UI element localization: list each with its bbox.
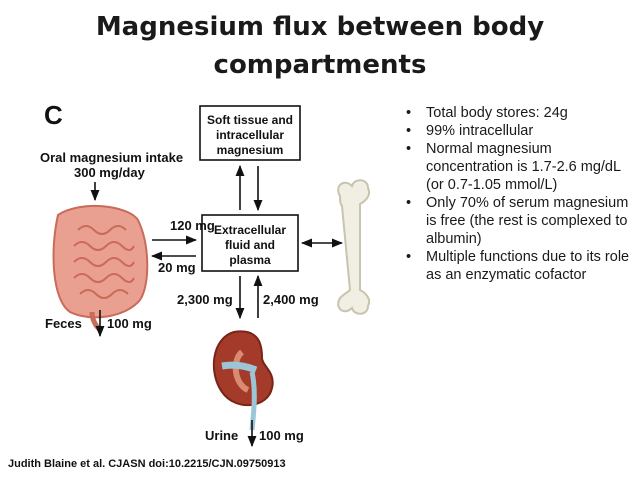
panel-label: C — [44, 100, 63, 130]
key-facts-list: Total body stores: 24g 99% intracellular… — [404, 104, 630, 284]
secretion-amount: 20 mg — [158, 260, 196, 275]
urine-label: Urine — [205, 428, 238, 443]
ecf-line3: plasma — [229, 253, 271, 267]
ecf-line2: fluid and — [225, 238, 275, 252]
bullet-item: Normal magnesium concentration is 1.7-2.… — [404, 140, 630, 194]
feces-amount: 100 mg — [107, 316, 152, 331]
slide-title: Magnesium flux between body compartments — [95, 12, 545, 80]
oral-intake-amount: 300 mg/day — [74, 165, 146, 180]
kidney-illustration — [212, 330, 274, 431]
soft-tissue-box — [199, 105, 301, 161]
ecf-line1: Extracellular — [214, 223, 286, 237]
bullet-item: 99% intracellular — [404, 122, 630, 140]
urine-amount: 100 mg — [259, 428, 304, 443]
citation: Judith Blaine et al. CJASN doi:10.2215/C… — [8, 458, 286, 470]
feces-label: Feces — [45, 316, 82, 331]
bullet-item: Total body stores: 24g — [404, 104, 630, 122]
oral-intake-label: Oral magnesium intake — [40, 150, 183, 165]
extracellular-fluid-box — [201, 214, 299, 272]
bullet-item: Multiple functions due to its role as an… — [404, 248, 630, 284]
filtered-amount: 2,300 mg — [177, 292, 233, 307]
bone-illustration — [337, 179, 370, 315]
reabsorbed-amount: 2,400 mg — [263, 292, 319, 307]
absorption-amount: 120 mg — [170, 218, 215, 233]
soft-tissue-line1: Soft tissue and — [207, 113, 293, 127]
intestine-illustration — [52, 204, 149, 332]
soft-tissue-line3: magnesium — [217, 143, 284, 157]
soft-tissue-line2: intracellular — [216, 128, 284, 142]
bullet-item: Only 70% of serum magnesium is free (the… — [404, 194, 630, 248]
